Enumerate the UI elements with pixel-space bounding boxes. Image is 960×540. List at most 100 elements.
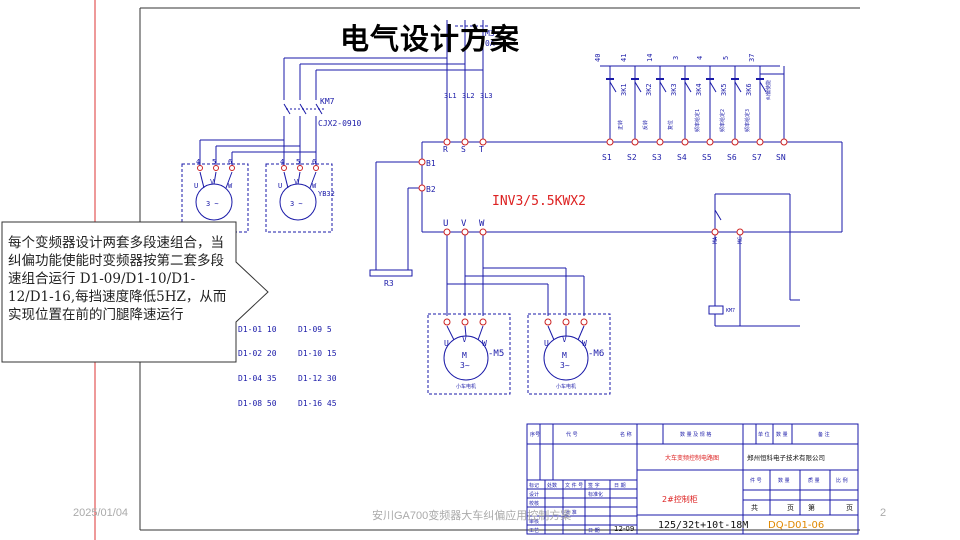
line-label-l1: 3L1 — [444, 92, 457, 100]
brake1-phase-w: W — [228, 182, 233, 190]
input-s7: S7 — [752, 153, 762, 162]
tb-header-name: 名 称 — [620, 431, 632, 438]
brake1-phase-v: V — [210, 178, 215, 186]
contactor-label: KM7 — [320, 97, 335, 106]
tb-cell-mass: 质 量 — [808, 477, 820, 484]
tb-row-count: 处数 — [547, 482, 557, 489]
motor6-phase-u: U — [544, 339, 549, 348]
input-s4: S4 — [677, 153, 687, 162]
wire-number-37: 37 — [748, 54, 756, 62]
brake2-phase-w: W — [312, 182, 317, 190]
resistor-label: R3 — [384, 279, 394, 288]
tb-role-check: 校核 — [529, 500, 539, 507]
tb-header-seq: 序号 — [530, 431, 540, 438]
tb-drawing-number: DQ-D01-06 — [768, 520, 824, 531]
tb-sheet-total: 共 — [751, 503, 758, 512]
tb-header-note: 备 注 — [818, 431, 830, 438]
param-d1-02: D1-02 20 — [238, 349, 277, 358]
motor5-name: M — [462, 351, 467, 360]
callout-text: 每个变频器设计两套多段速组合，当纠偏功能使能时变频器按第二套多段速组合运行 D1… — [8, 235, 227, 323]
input-terminal-s: S — [461, 145, 466, 154]
motor6-phase-v: V — [562, 335, 567, 344]
tb-row-file: 文 件 号 — [565, 482, 583, 489]
input-s1: S1 — [602, 153, 612, 162]
input-terminal-r: R — [443, 145, 448, 154]
brake2-symbol: 3 ~ — [290, 200, 303, 208]
output-terminal-v: V — [461, 219, 467, 229]
motor5-caption: 小车电机 — [456, 383, 476, 390]
tb-cell-scale: 比 例 — [836, 477, 848, 484]
brake2-phase-u: U — [278, 182, 282, 190]
coil-label: KM7 — [726, 308, 735, 314]
tb-sheet-no-unit: 页 — [846, 504, 853, 512]
output-terminal-u: U — [443, 219, 448, 229]
input-sn: SN — [776, 153, 786, 162]
switch-3k6: 3K6 — [745, 83, 753, 96]
breaker-label-1: M3 — [485, 29, 495, 38]
motor6-label: -M6 — [588, 349, 604, 359]
wire-number-41: 41 — [620, 54, 628, 62]
relay-terminal-ma: MA — [712, 236, 719, 244]
tb-project: 大车变频控制电路图 — [665, 454, 719, 462]
tb-role-review: 审核 — [529, 518, 539, 525]
input-s5: S5 — [702, 153, 712, 162]
tb-header-unit: 单 位 — [758, 431, 770, 438]
callout-shape — [1, 221, 269, 363]
param-d1-12: D1-12 30 — [298, 374, 337, 383]
tb-drawing-title: 2#控制柜 — [662, 494, 698, 504]
param-d1-04: D1-04 35 — [238, 374, 277, 383]
tb-approve: 批 准 — [565, 509, 577, 516]
tb-row-date: 日 期 — [614, 483, 626, 489]
switch-3k3: 3K3 — [670, 83, 678, 96]
param-d1-09: D1-09 5 — [298, 325, 332, 334]
motor6-name: M — [562, 351, 567, 360]
tb-role-process: 工艺 — [529, 528, 539, 534]
switch-note-2: 反转 — [642, 120, 649, 130]
switch-note-3: 复位 — [667, 120, 674, 130]
brake2-phase-v: V — [294, 178, 299, 186]
brake2-terminal-6: 6 — [312, 158, 316, 166]
param-d1-08: D1-08 50 — [238, 399, 277, 408]
wire-number-3: 3 — [672, 56, 680, 60]
motor5-phase-v: V — [462, 335, 467, 344]
brake1-terminal-6: 6 — [228, 158, 232, 166]
title-block — [526, 423, 859, 535]
line-label-l2: 3L2 — [462, 92, 475, 100]
relay-terminal-mc: MC — [737, 236, 744, 244]
brake2-label: YB32 — [318, 190, 335, 198]
brake1-terminal-5: 5 — [212, 158, 216, 166]
input-s6: S6 — [727, 153, 737, 162]
tb-sheet-no: 第 — [808, 503, 815, 512]
brake2-terminal-5: 5 — [296, 158, 300, 166]
switch-3k4: 3K4 — [695, 83, 703, 96]
wire-number-4: 4 — [696, 56, 704, 60]
switch-3k5: 3K5 — [720, 83, 728, 96]
brake1-terminal-4: 4 — [196, 158, 200, 166]
breaker-label-2: 0A — [485, 39, 495, 48]
tb-date-label: 日 期 — [588, 528, 600, 534]
brake-terminal-b2: B2 — [426, 185, 436, 194]
tb-row-mark: 标记 — [529, 482, 539, 489]
motor5-phase-u: U — [444, 339, 449, 348]
switch-note-1: 正转 — [617, 120, 624, 130]
tb-header-code: 代 号 — [566, 431, 578, 438]
brake1-symbol: 3 ~ — [206, 200, 219, 208]
tb-company: 郑州恒科电子技术有限公司 — [747, 453, 825, 462]
tb-header-spec: 数 量 及 规 格 — [680, 431, 711, 438]
output-terminal-w: W — [479, 219, 485, 229]
switch-3k2: 3K2 — [645, 83, 653, 96]
tb-role-design: 设计 — [529, 491, 539, 498]
motor5-label: -M5 — [488, 349, 504, 359]
motor5-phase-w: W — [482, 339, 487, 348]
switch-note-5: 频率给定2 — [719, 109, 726, 132]
switch-note-7: 纠偏使能 — [765, 80, 772, 100]
tb-standardize: 标准化 — [588, 491, 603, 498]
motor5-symbol: 3~ — [460, 361, 470, 370]
motor6-phase-w: W — [582, 339, 587, 348]
slide-title: 电气设计方案 — [340, 22, 521, 56]
input-s3: S3 — [652, 153, 662, 162]
tb-cell-qty: 数 量 — [778, 477, 790, 484]
contactor-model: CJX2-0910 — [318, 119, 362, 128]
param-d1-01: D1-01 10 — [238, 325, 277, 334]
input-terminal-t: T — [479, 145, 484, 154]
